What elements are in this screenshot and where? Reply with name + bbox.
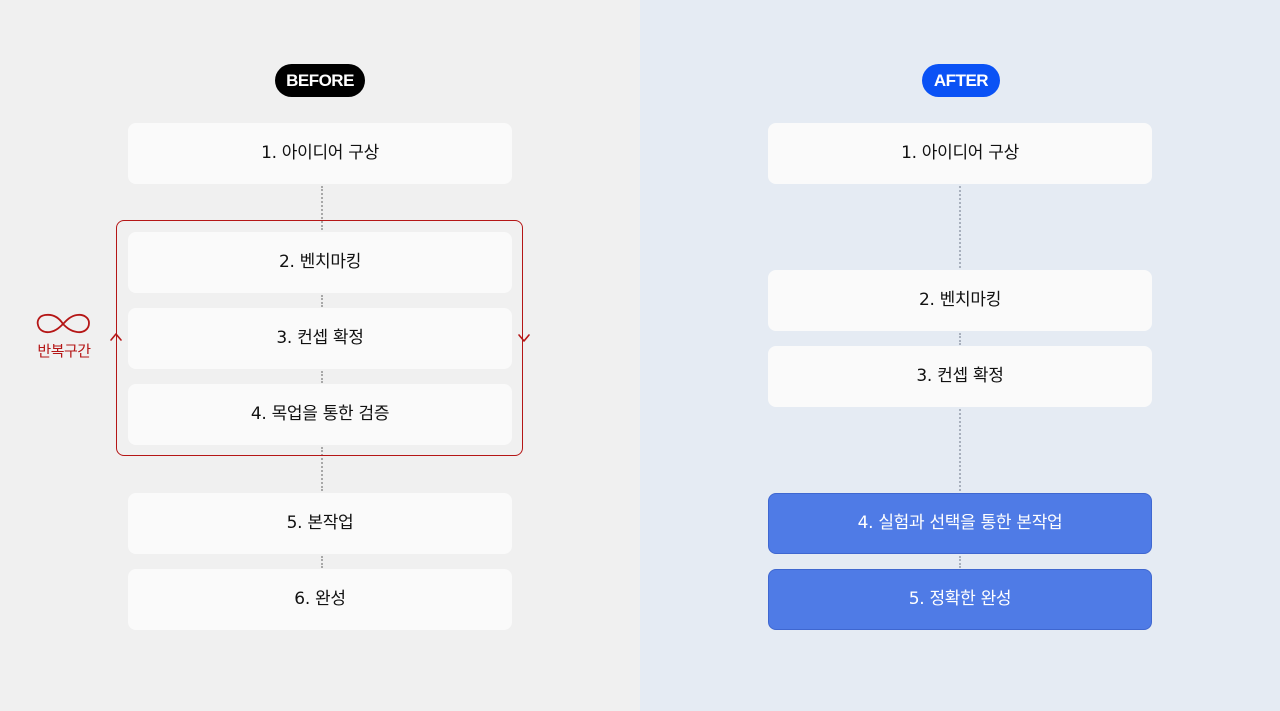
after-step-1: 1. 아이디어 구상 <box>768 123 1152 184</box>
connector <box>321 556 323 568</box>
after-step-3: 3. 컨셉 확정 <box>768 346 1152 407</box>
after-step-4: 4. 실험과 선택을 통한 본작업 <box>768 493 1152 554</box>
arrow-up-icon <box>110 333 122 341</box>
after-panel: AFTER 1. 아이디어 구상 2. 벤치마킹 3. 컨셉 확정 4. 실험과… <box>640 0 1280 711</box>
before-panel: BEFORE 1. 아이디어 구상 2. 벤치마킹 3. 컨셉 확정 4. 목업… <box>0 0 640 711</box>
before-step-5: 5. 본작업 <box>128 493 512 554</box>
infinity-icon <box>36 313 90 334</box>
loop-section-label: 반복구간 <box>37 342 91 360</box>
before-step-1: 1. 아이디어 구상 <box>128 123 512 184</box>
before-step-3: 3. 컨셉 확정 <box>128 308 512 369</box>
before-step-2: 2. 벤치마킹 <box>128 232 512 293</box>
connector <box>959 409 961 491</box>
before-step-4: 4. 목업을 통한 검증 <box>128 384 512 445</box>
repeat-loop-frame <box>116 220 523 456</box>
after-step-5: 5. 정확한 완성 <box>768 569 1152 630</box>
connector <box>959 556 961 568</box>
connector <box>321 186 323 230</box>
before-step-6: 6. 완성 <box>128 569 512 630</box>
after-step-2: 2. 벤치마킹 <box>768 270 1152 331</box>
connector <box>959 186 961 268</box>
arrow-down-icon <box>518 334 530 342</box>
connector <box>321 295 323 307</box>
before-badge: BEFORE <box>275 64 365 97</box>
connector <box>959 333 961 345</box>
connector <box>321 371 323 383</box>
after-badge: AFTER <box>922 64 1000 97</box>
connector <box>321 447 323 491</box>
